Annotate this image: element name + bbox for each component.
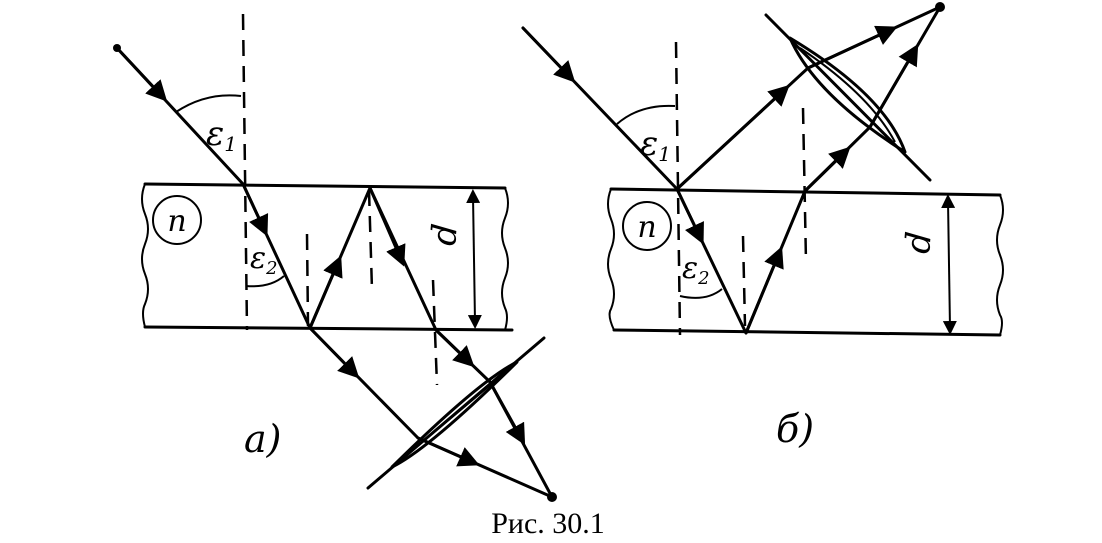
angle-label-b1: ε1 [640,124,671,166]
angle-arc-b1 [616,104,676,125]
normal-line-a4 [431,279,439,386]
normal-line-a1 [241,13,249,331]
angle-arc-a1 [175,94,242,113]
reflected-ray-b2 [803,5,942,193]
thickness-label-a: d [424,222,466,247]
normal-line-b1 [674,41,682,336]
lens-a [366,336,546,490]
medium-circle-a [152,195,202,245]
focus-point-b [935,2,945,12]
thickness-label-b: d [898,230,940,255]
angle-label-a2: ε2 [250,241,278,279]
angle-arc-a2 [245,275,285,288]
reflected-ray-b1 [675,5,942,191]
normal-line-a3 [367,189,374,291]
medium-label-a: n [167,204,186,239]
medium-circle-b [622,201,672,251]
medium-label-b: n [637,210,656,245]
exit-ray-a1 [308,326,554,499]
thickness-arrow-b [941,194,957,335]
figure-caption: Рис. 30.1 [491,507,605,540]
focus-point-a [547,492,557,502]
angle-arc-b2 [679,288,723,299]
panel-label-a: а) [244,417,281,461]
normal-line-a2 [305,233,310,327]
panel-a: ε1 ε2 n d а) [113,13,557,502]
normal-line-b3 [801,107,808,263]
plate-a [141,182,514,332]
normal-line-b2 [741,235,747,327]
panel-b: ε1 ε2 n d б) [521,2,1004,451]
thickness-arrow-a [466,189,482,329]
lens-b [764,13,932,182]
plate-b [607,187,1004,337]
angle-label-a1: ε1 [206,114,237,156]
angle-label-b2: ε2 [682,251,710,289]
panel-label-b: б) [776,407,814,451]
refracted-ray-a [241,182,438,332]
